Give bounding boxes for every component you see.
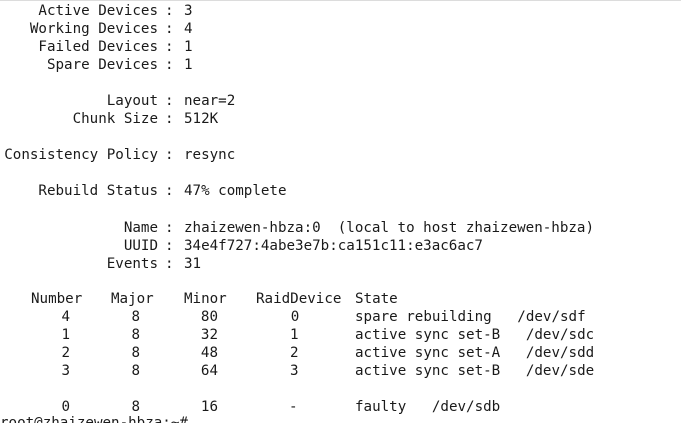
- cell-number: 1: [61, 327, 70, 343]
- cell-state: active sync set-B /dev/sde: [355, 363, 595, 379]
- cell-state: active sync set-A /dev/sdd: [355, 345, 595, 361]
- summary-value: 4: [184, 21, 193, 37]
- summary-key: UUID: [123, 238, 158, 254]
- cell-number: 0: [61, 399, 70, 415]
- summary-value: 1: [184, 57, 193, 73]
- summary-line-consistency-policy: Consistency Policy : resync: [0, 146, 235, 164]
- shell-prompt: root@zhaizewen-hbza:~#: [0, 415, 197, 423]
- cell-number: 2: [61, 345, 70, 361]
- cell-raiddevice: -: [289, 399, 298, 415]
- summary-key: Events: [106, 256, 158, 272]
- cell-raiddevice: 2: [290, 345, 299, 361]
- summary-colon: :: [165, 57, 174, 73]
- summary-colon: :: [165, 183, 174, 199]
- summary-line-failed-devices: Failed Devices : 1: [0, 38, 192, 56]
- summary-colon: :: [165, 93, 174, 109]
- cell-major: 8: [131, 327, 140, 343]
- cell-major: 8: [131, 363, 140, 379]
- summary-key: Spare Devices: [46, 57, 158, 73]
- summary-value: 1: [184, 39, 193, 55]
- cell-number: 4: [61, 309, 70, 325]
- summary-line-layout: Layout : near=2: [0, 92, 236, 110]
- cell-state: faulty /dev/sdb: [355, 399, 501, 415]
- summary-colon: :: [165, 21, 174, 37]
- summary-colon: :: [165, 238, 174, 254]
- window-top-border: [0, 0, 681, 1]
- cell-major: 8: [131, 345, 140, 361]
- summary-colon: :: [165, 256, 174, 272]
- table-row-failed: 0 8 16 - faulty /dev/sdb: [0, 398, 681, 416]
- summary-line-chunk-size: Chunk Size : 512K: [0, 110, 219, 128]
- cell-minor: 48: [200, 345, 218, 361]
- cell-minor: 16: [200, 399, 218, 415]
- header-major: Major: [111, 291, 154, 307]
- summary-line-working-devices: Working Devices : 4: [0, 20, 193, 38]
- cell-raiddevice: 0: [290, 309, 300, 325]
- summary-key: Active Devices: [38, 3, 158, 19]
- summary-value: resync: [184, 147, 236, 163]
- summary-colon: :: [165, 111, 174, 127]
- summary-line-events: Events : 31: [0, 255, 201, 273]
- summary-line-spare-devices: Spare Devices : 1: [0, 56, 193, 74]
- table-row: 4 8 80 0 spare rebuilding /dev/sdf: [0, 308, 681, 326]
- cell-major: 8: [131, 399, 140, 415]
- summary-line-rebuild-status: Rebuild Status : 47% complete: [0, 182, 286, 200]
- header-minor: Minor: [184, 291, 227, 307]
- summary-key: Layout: [106, 93, 158, 109]
- header-raiddevice: RaidDevice: [256, 291, 342, 307]
- summary-key: Name: [123, 220, 158, 236]
- shell-prompt-line[interactable]: root@zhaizewen-hbza:~#: [0, 414, 681, 423]
- header-number: Number: [31, 291, 83, 307]
- summary-value: 512K: [184, 111, 219, 127]
- summary-line-name: Name : zhaizewen-hbza:0 (local to host z…: [0, 219, 594, 237]
- summary-value: 3: [184, 3, 193, 19]
- header-state: State: [355, 291, 398, 307]
- summary-value: near=2: [184, 93, 236, 109]
- cell-raiddevice: 1: [290, 327, 299, 343]
- summary-colon: :: [165, 39, 174, 55]
- cell-major: 8: [131, 309, 140, 325]
- device-table-header: Number Major Minor RaidDevice State: [0, 290, 681, 308]
- cell-number: 3: [61, 363, 70, 379]
- summary-value: 47% complete: [184, 183, 287, 199]
- summary-colon: :: [165, 3, 174, 19]
- cell-minor: 32: [200, 327, 218, 343]
- summary-colon: :: [165, 220, 174, 236]
- summary-value: zhaizewen-hbza:0 (local to host zhaizewe…: [184, 220, 594, 236]
- table-row: 2 8 48 2 active sync set-A /dev/sdd: [0, 344, 681, 362]
- summary-key: Working Devices: [29, 21, 158, 37]
- summary-key: Consistency Policy: [4, 147, 158, 163]
- summary-key: Chunk Size: [72, 111, 158, 127]
- table-row: 3 8 64 3 active sync set-B /dev/sde: [0, 362, 681, 380]
- summary-value: 31: [184, 256, 202, 272]
- summary-colon: :: [165, 147, 174, 163]
- cell-minor: 64: [200, 363, 218, 379]
- cell-state: active sync set-B /dev/sdc: [355, 327, 595, 343]
- cell-raiddevice: 3: [290, 363, 299, 379]
- summary-line-active-devices: Active Devices : 3: [0, 2, 192, 20]
- summary-value: 34e4f727:4abe3e7b:ca151c11:e3ac6ac7: [184, 238, 483, 254]
- summary-key: Failed Devices: [38, 39, 158, 55]
- cell-state: spare rebuilding /dev/sdf: [355, 309, 586, 325]
- table-row: 1 8 32 1 active sync set-B /dev/sdc: [0, 326, 681, 344]
- summary-line-uuid: UUID : 34e4f727:4abe3e7b:ca151c11:e3ac6a…: [0, 237, 483, 255]
- cell-minor: 80: [200, 309, 218, 325]
- summary-key: Rebuild Status: [38, 183, 158, 199]
